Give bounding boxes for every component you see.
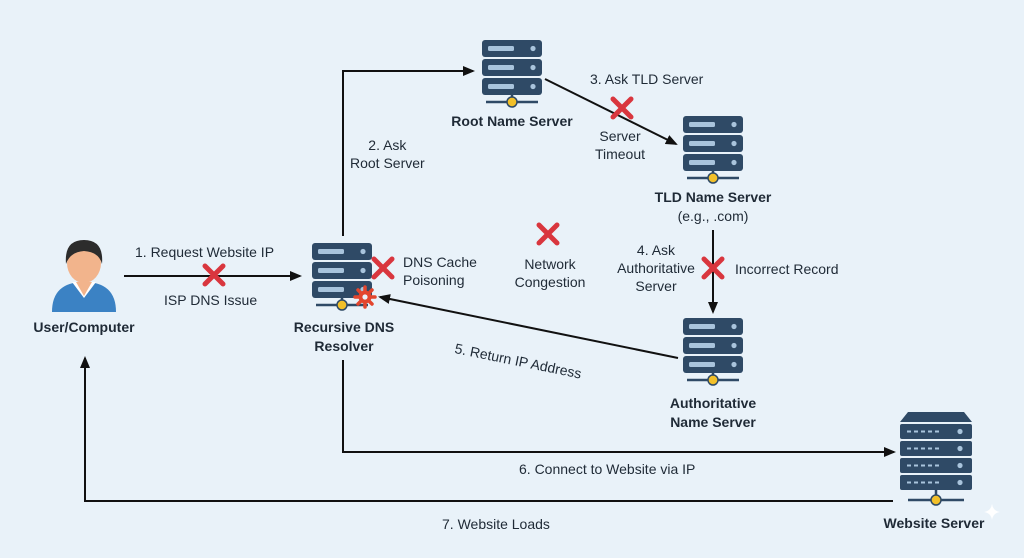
authoritative-label-line2: Name Server (670, 414, 756, 430)
user-icon (52, 240, 116, 312)
authoritative-label: Authoritative Name Server (636, 394, 790, 432)
server-timeout-line2: Timeout (594, 146, 646, 162)
website-server-icon (900, 412, 972, 506)
authoritative-label-line1: Authoritative (669, 395, 757, 411)
tld-server-example: (e.g., .com) (677, 208, 749, 224)
step-4-label-line2: Authoritative (617, 260, 695, 276)
tld-server-title: TLD Name Server (654, 189, 772, 205)
website-server-label: Website Server (883, 515, 985, 531)
arrow-return-ip (378, 294, 679, 359)
arrow-ask-root (342, 66, 475, 236)
arrow-website-loads (80, 356, 893, 502)
resolver-label-line2: Resolver (314, 338, 374, 354)
step-2-label-line2: Root Server (350, 155, 425, 171)
isp-dns-issue-label: ISP DNS Issue (164, 292, 258, 308)
step-2-label: 2. Ask Root Server (350, 136, 425, 172)
root-server-icon (480, 38, 544, 109)
user-computer-label: User/Computer (33, 319, 135, 335)
arrow-connect-website (342, 360, 896, 457)
error-x-icon-cache (374, 259, 392, 277)
authoritative-server-icon (681, 316, 745, 387)
step-1-label: 1. Request Website IP (135, 244, 275, 260)
tld-server-icon (681, 114, 745, 185)
tld-server-label: TLD Name Server (e.g., .com) (632, 188, 794, 226)
root-server-label: Root Name Server (451, 113, 573, 129)
network-congestion-line1: Network (524, 256, 576, 272)
step-2-label-line1: 2. Ask (368, 137, 407, 153)
resolver-label-line1: Recursive DNS (293, 319, 395, 335)
dns-cache-poisoning-line2: Poisoning (403, 272, 465, 288)
resolver-label: Recursive DNS Resolver (266, 318, 422, 356)
dns-cache-poisoning-line1: DNS Cache (403, 254, 477, 270)
step-6-label: 6. Connect to Website via IP (519, 461, 696, 477)
step-4-label-line3: Server (635, 278, 677, 294)
network-congestion-label: Network Congestion (506, 255, 594, 291)
server-timeout-label: Server Timeout (588, 127, 652, 163)
step-3-label: 3. Ask TLD Server (590, 71, 704, 87)
network-congestion-line2: Congestion (514, 274, 586, 290)
incorrect-record-label: Incorrect Record (735, 261, 839, 277)
step-7-label: 7. Website Loads (442, 516, 550, 532)
gear-icon (353, 285, 377, 309)
sparkle-icon (984, 504, 1000, 520)
server-timeout-line1: Server (599, 128, 641, 144)
error-x-icon-congestion (539, 225, 557, 243)
step-4-label-line1: 4. Ask (636, 242, 676, 258)
arrow-ask-tld (544, 78, 678, 145)
dns-cache-poisoning-label: DNS Cache Poisoning (403, 253, 477, 289)
error-x-icon-timeout (613, 99, 631, 117)
step-4-label: 4. Ask Authoritative Server (610, 241, 702, 295)
